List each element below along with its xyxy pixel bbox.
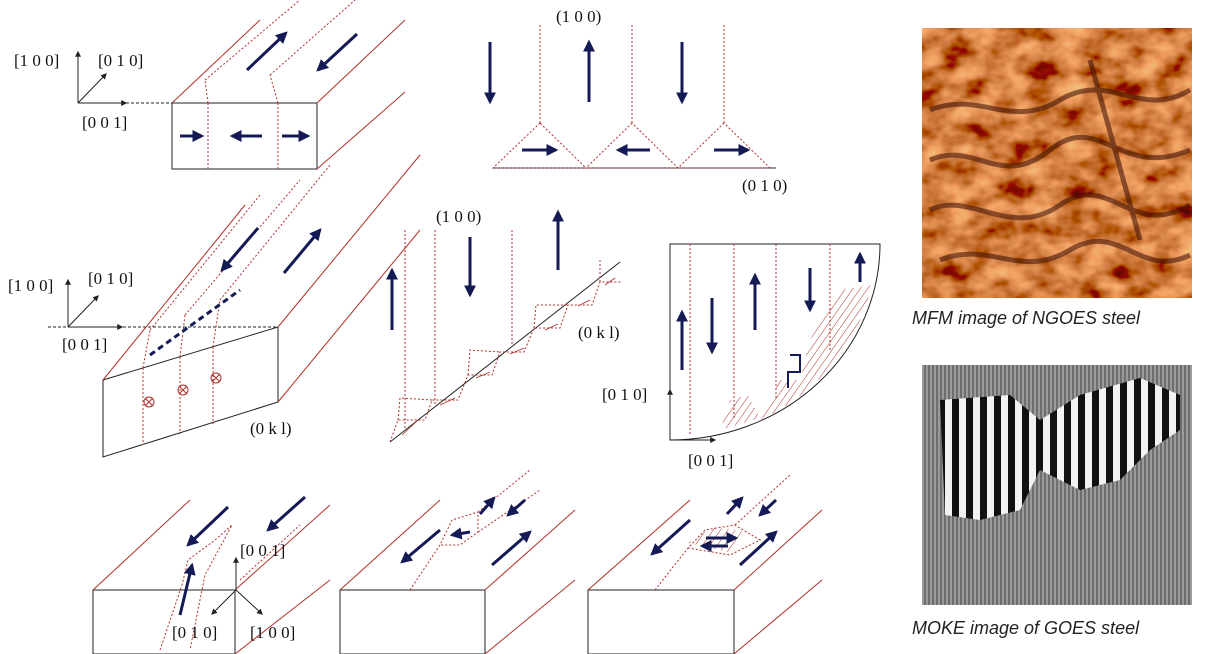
plane-label: (1 0 0) (436, 207, 481, 226)
axis-label: [0 0 1] (82, 113, 127, 132)
axis-label: [1 0 0] (14, 51, 59, 70)
into-page-symbol (210, 372, 222, 384)
magnetization-arrow (478, 496, 496, 515)
magnetization-arrow (186, 505, 230, 547)
panel-bottom-blocks: [0 0 1] [0 1 0] [1 0 0] (92, 469, 823, 654)
panel-quarter-circle: [0 1 0] [0 0 1] (602, 243, 881, 470)
panel-misoriented-slab: [1 0 0] [0 1 0] [0 0 1] (0 k l) (8, 154, 421, 458)
axis-label: [0 1 0] (172, 623, 217, 642)
panel-staircase: (1 0 0) (0 k l) (386, 207, 622, 443)
into-page-symbol (143, 396, 155, 408)
axis-label: [0 1 0] (98, 51, 143, 70)
magnetization-arrow (491, 530, 532, 567)
plane-label: (0 1 0) (742, 176, 787, 195)
axis-triad-1 (75, 50, 172, 106)
axis-label: [0 0 1] (240, 541, 285, 560)
axis-label: [1 0 0] (250, 623, 295, 642)
axis-label: [0 1 0] (602, 385, 647, 404)
into-page-symbol (177, 384, 189, 396)
panel-closure-slab: [1 0 0] [0 1 0] [0 0 1] (14, 0, 406, 170)
plane-label: (0 k l) (250, 419, 292, 438)
panel-triangle-closure: (1 0 0) (0 1 0) (484, 7, 787, 195)
magnetization-arrow (725, 496, 744, 516)
magnetization-arrow (178, 562, 196, 616)
magnetization-arrow (400, 528, 441, 564)
moke-caption: MOKE image of GOES steel (912, 618, 1140, 638)
magnetization-arrow (449, 527, 471, 540)
axis-label: [0 1 0] (88, 269, 133, 288)
mfm-caption: MFM image of NGOES steel (912, 308, 1141, 328)
axis-label: [0 0 1] (62, 335, 107, 354)
axis-label: [1 0 0] (8, 276, 53, 295)
plane-label: (1 0 0) (556, 7, 601, 26)
plane-label: (0 k l) (578, 323, 620, 342)
magnetization-arrow (316, 32, 359, 72)
magnetization-arrow (245, 31, 288, 72)
magnetization-arrow (266, 495, 306, 532)
magnetization-arrow (758, 498, 778, 517)
mfm-image (922, 28, 1192, 298)
magnetization-arrow (506, 498, 526, 517)
axis-label: [0 0 1] (688, 451, 733, 470)
magnetization-arrow (738, 530, 778, 567)
magnetization-arrow (220, 227, 260, 272)
magnetization-arrow (650, 518, 692, 556)
moke-image (922, 365, 1192, 605)
magnetization-arrow (282, 228, 322, 274)
